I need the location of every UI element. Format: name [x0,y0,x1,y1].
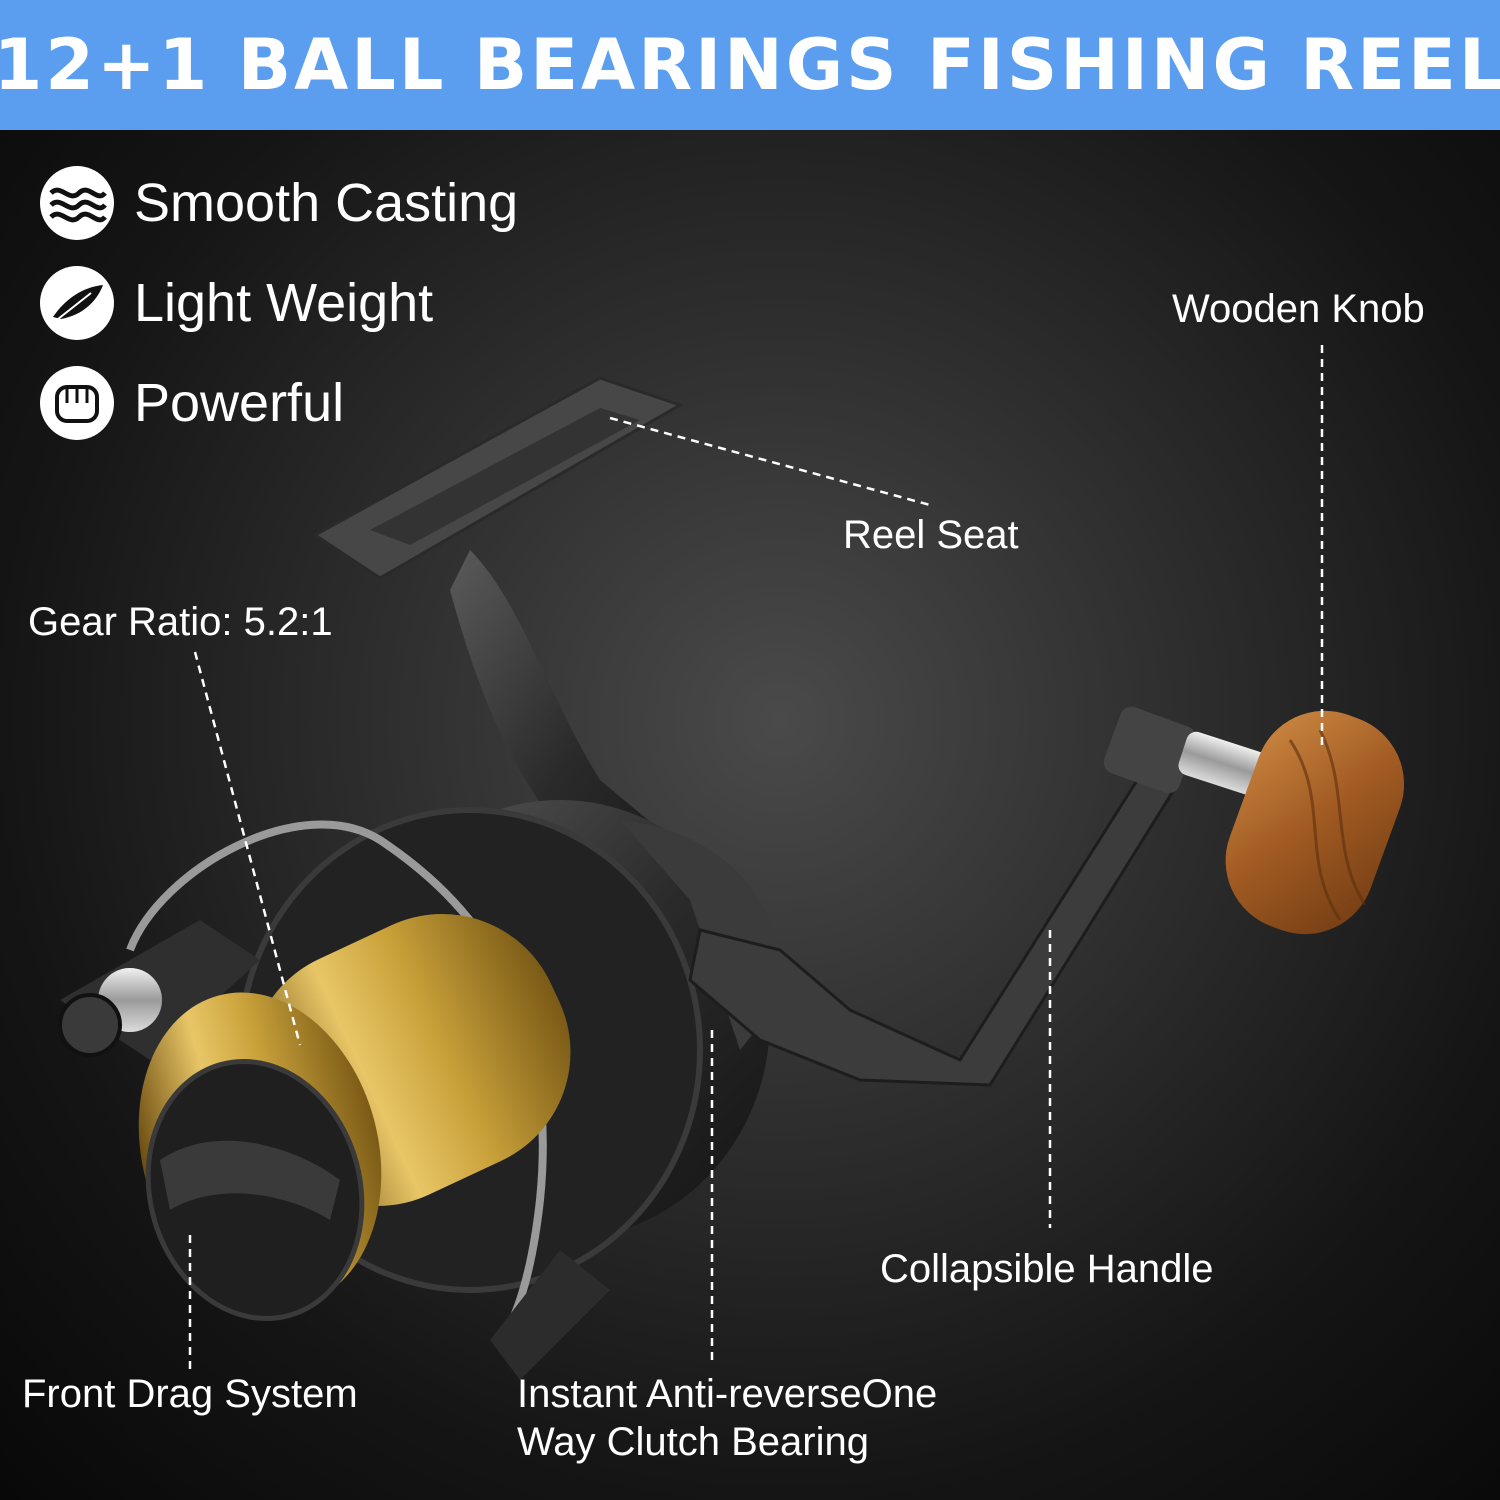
leader-lines [188,345,1324,1375]
feature-label: Smooth Casting [134,173,519,233]
waves-icon [40,166,114,240]
feather-icon [40,266,114,340]
feature-smooth-casting: Smooth Casting [40,166,518,240]
callout-front-drag-system: Front Drag System [22,1372,358,1416]
callout-reel-seat: Reel Seat [843,513,1019,557]
feature-label: Powerful [134,373,345,433]
feature-light-weight: Light Weight [40,266,433,340]
leader-reel-seat [609,416,931,507]
leader-gear-ratio [193,651,302,1046]
reel-seat-groove [370,408,640,545]
callout-anti-reverse: Instant Anti-reverseOne Way Clutch Beari… [517,1370,937,1466]
title-banner: 12+1 BALL BEARINGS FISHING REEL [0,0,1500,130]
feature-label: Light Weight [134,273,434,333]
callout-gear-ratio: Gear Ratio: 5.2:1 [28,600,333,644]
callout-wooden-knob: Wooden Knob [1172,287,1425,331]
feature-powerful: Powerful [40,366,344,440]
bail-pivot [58,993,122,1057]
fist-icon [40,366,114,440]
banner-title: 12+1 BALL BEARINGS FISHING REEL [0,24,1500,106]
bail-arm-bottom [490,1250,610,1380]
callout-anti-reverse-line1: Instant Anti-reverseOne [517,1372,938,1416]
callout-collapsible-handle: Collapsible Handle [880,1247,1214,1291]
wood-grain [1288,729,1367,921]
drag-knob-ridge [160,1140,340,1220]
callout-anti-reverse-line2: Way Clutch Bearing [517,1420,869,1464]
handle-joint [1103,706,1197,794]
